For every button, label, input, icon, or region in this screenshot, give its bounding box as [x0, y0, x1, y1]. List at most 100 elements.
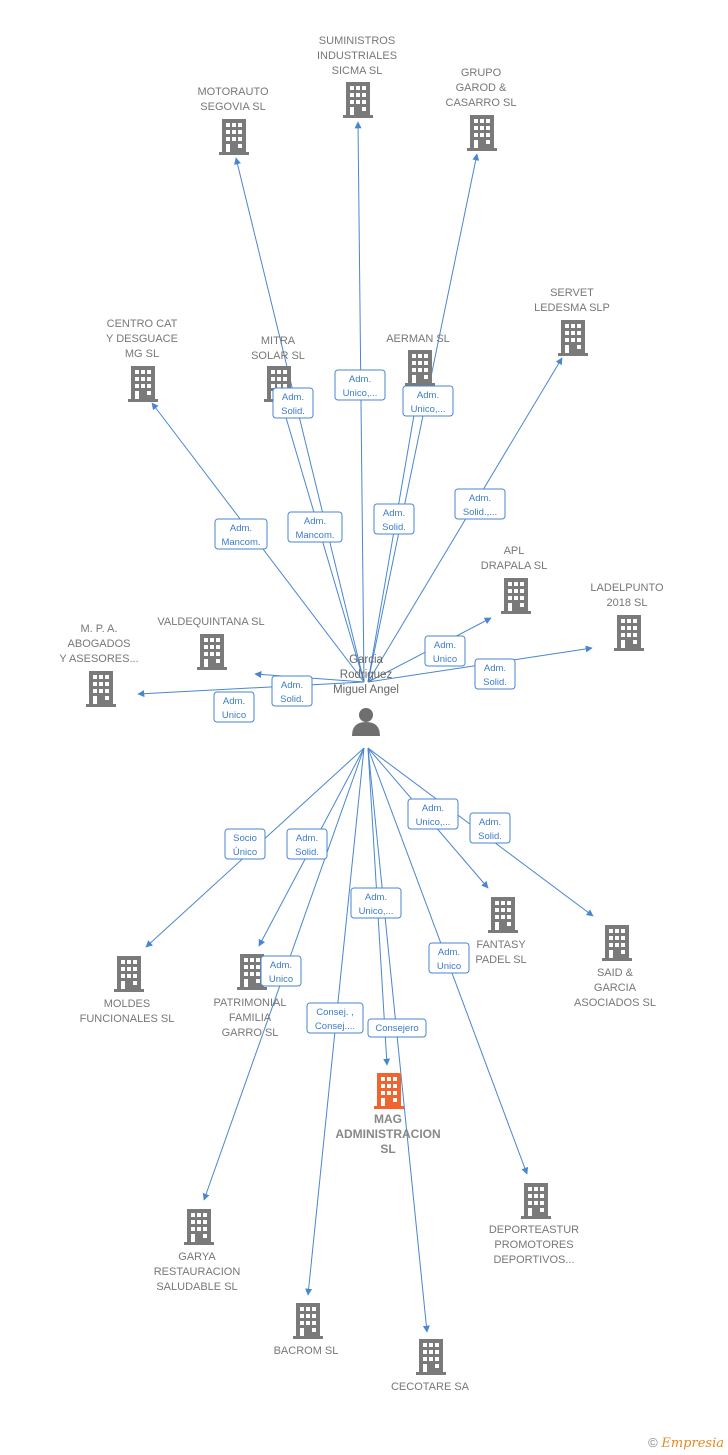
relation-badge-text: Adm.Solid. — [280, 680, 304, 705]
company-building-icon-cecotare[interactable] — [416, 1339, 446, 1375]
relation-badge-mitra[interactable]: Adm.Solid. — [272, 387, 314, 419]
relation-badge-box — [407, 798, 459, 830]
company-label-line: CECOTARE SA — [391, 1381, 470, 1393]
company-label-bacrom[interactable]: BACROM SL — [274, 1345, 339, 1357]
relation-badge-garya[interactable]: Adm.Unico — [260, 955, 302, 987]
company-building-icon-bacrom[interactable] — [293, 1303, 323, 1339]
company-building-icon-said[interactable] — [602, 925, 632, 961]
company-building-icon-centro-cat[interactable] — [128, 366, 158, 402]
company-building-icon-deporteastur[interactable] — [521, 1183, 551, 1219]
relation-badge-ladel[interactable]: Adm.Solid. — [474, 658, 516, 690]
company-building-icon-valdequintana[interactable] — [197, 634, 227, 670]
company-building-icon-garya[interactable] — [184, 1209, 214, 1245]
company-label-line: DRAPALA SL — [481, 560, 547, 572]
relation-badge-text: Adm.Unico,... — [343, 374, 378, 399]
relation-badge-text: Adm.Solid. — [281, 392, 305, 417]
relation-badge-line: Adm. — [223, 696, 245, 707]
relation-badge-aerman[interactable]: Adm.Solid. — [373, 503, 415, 535]
person-name-line: Miguel Angel — [333, 684, 399, 696]
main-company-icon-mag[interactable] — [374, 1073, 404, 1109]
relation-badge-apl[interactable]: Adm.Unico — [424, 635, 466, 667]
company-building-icon-ladelpunto[interactable] — [614, 615, 644, 651]
company-label-line: LADELPUNTO — [590, 582, 664, 594]
copyright-icon: © — [648, 1435, 658, 1450]
company-label-line: ADMINISTRACION — [335, 1127, 440, 1141]
company-label-line: BACROM SL — [274, 1345, 339, 1357]
person-name-line: Garcia — [349, 654, 383, 666]
company-label-line: GARCIA — [594, 982, 637, 994]
company-label-line: PROMOTORES — [494, 1239, 573, 1251]
relation-badge-line: Solid. — [295, 847, 319, 858]
relation-badge-mag[interactable]: Adm.Unico,... — [350, 887, 402, 919]
company-label-line: SAID & — [597, 967, 634, 979]
relation-badge-line: Unico,... — [359, 906, 394, 917]
relation-badge-bacrom[interactable]: Consej. ,Consej.... — [306, 1002, 364, 1034]
relation-badge-grupo[interactable]: Adm.Unico,... — [402, 385, 454, 417]
company-label-valdequintana[interactable]: VALDEQUINTANA SL — [157, 616, 264, 628]
relation-badge-text: Adm.Solid. — [295, 833, 319, 858]
relation-badge-cecotare[interactable]: Consejero — [367, 1018, 427, 1038]
company-label-line: GARYA — [178, 1251, 216, 1263]
relation-badge-text: Consejero — [375, 1023, 418, 1034]
relation-badge-said[interactable]: Adm.Solid. — [469, 812, 511, 844]
relation-badge-line: Solid. — [281, 406, 305, 417]
relation-badge-servet[interactable]: Adm.Solid.,... — [454, 488, 506, 520]
relation-badge-line: Adm. — [422, 803, 444, 814]
company-building-icon-moldes[interactable] — [114, 956, 144, 992]
company-label-line: CASARRO SL — [446, 97, 517, 109]
relation-badge-centro[interactable]: Adm.Mancom. — [214, 518, 268, 550]
relation-badge-deporte[interactable]: Adm.Unico — [428, 942, 470, 974]
person-icon[interactable] — [352, 708, 380, 736]
company-building-icon-apl[interactable] — [501, 578, 531, 614]
company-label-aerman[interactable]: AERMAN SL — [386, 333, 450, 345]
edge-to-servet — [367, 357, 563, 683]
company-label-line: SICMA SL — [332, 65, 383, 77]
company-label-line: MOLDES — [104, 998, 150, 1010]
company-building-icon-motorauto[interactable] — [219, 119, 249, 155]
relation-badge-suministros[interactable]: Adm.Unico,... — [334, 369, 386, 401]
relation-badge-box — [272, 387, 314, 419]
relation-badge-mpa[interactable]: Adm.Unico — [213, 691, 255, 723]
relation-badge-valde[interactable]: Adm.Solid. — [271, 675, 313, 707]
relation-badge-line: Mancom. — [295, 530, 334, 541]
relation-badge-fantasy[interactable]: Adm.Unico,... — [407, 798, 459, 830]
relation-badge-box — [334, 369, 386, 401]
edge-to-grupo-garod — [367, 153, 480, 683]
company-building-icon-servet[interactable] — [558, 320, 588, 356]
footer-brand: © Empresia — [648, 1435, 724, 1451]
company-building-icon-fantasy[interactable] — [488, 897, 518, 933]
company-building-icon-grupo-garod[interactable] — [467, 115, 497, 151]
company-label-line: MITRA — [261, 335, 296, 347]
relation-badge-text: Adm.Mancom. — [221, 523, 260, 548]
company-building-icon-aerman[interactable] — [405, 350, 435, 386]
company-label-cecotare[interactable]: CECOTARE SA — [391, 1381, 470, 1393]
relation-badge-line: Socio — [233, 833, 257, 844]
relation-badge-motorauto[interactable]: Adm. Mancom. — [287, 511, 343, 543]
company-label-line: MG SL — [125, 348, 159, 360]
relation-badge-line: Solid.,... — [463, 507, 497, 518]
company-building-icon-suministros[interactable] — [343, 82, 373, 118]
edge-to-cecotare — [367, 747, 430, 1333]
company-building-icon-mpa[interactable] — [86, 671, 116, 707]
relation-badge-line: Adm. — [304, 516, 326, 527]
relation-badge-patrimonial[interactable]: Adm.Solid. — [286, 828, 328, 860]
edge-to-suministros — [354, 121, 365, 683]
